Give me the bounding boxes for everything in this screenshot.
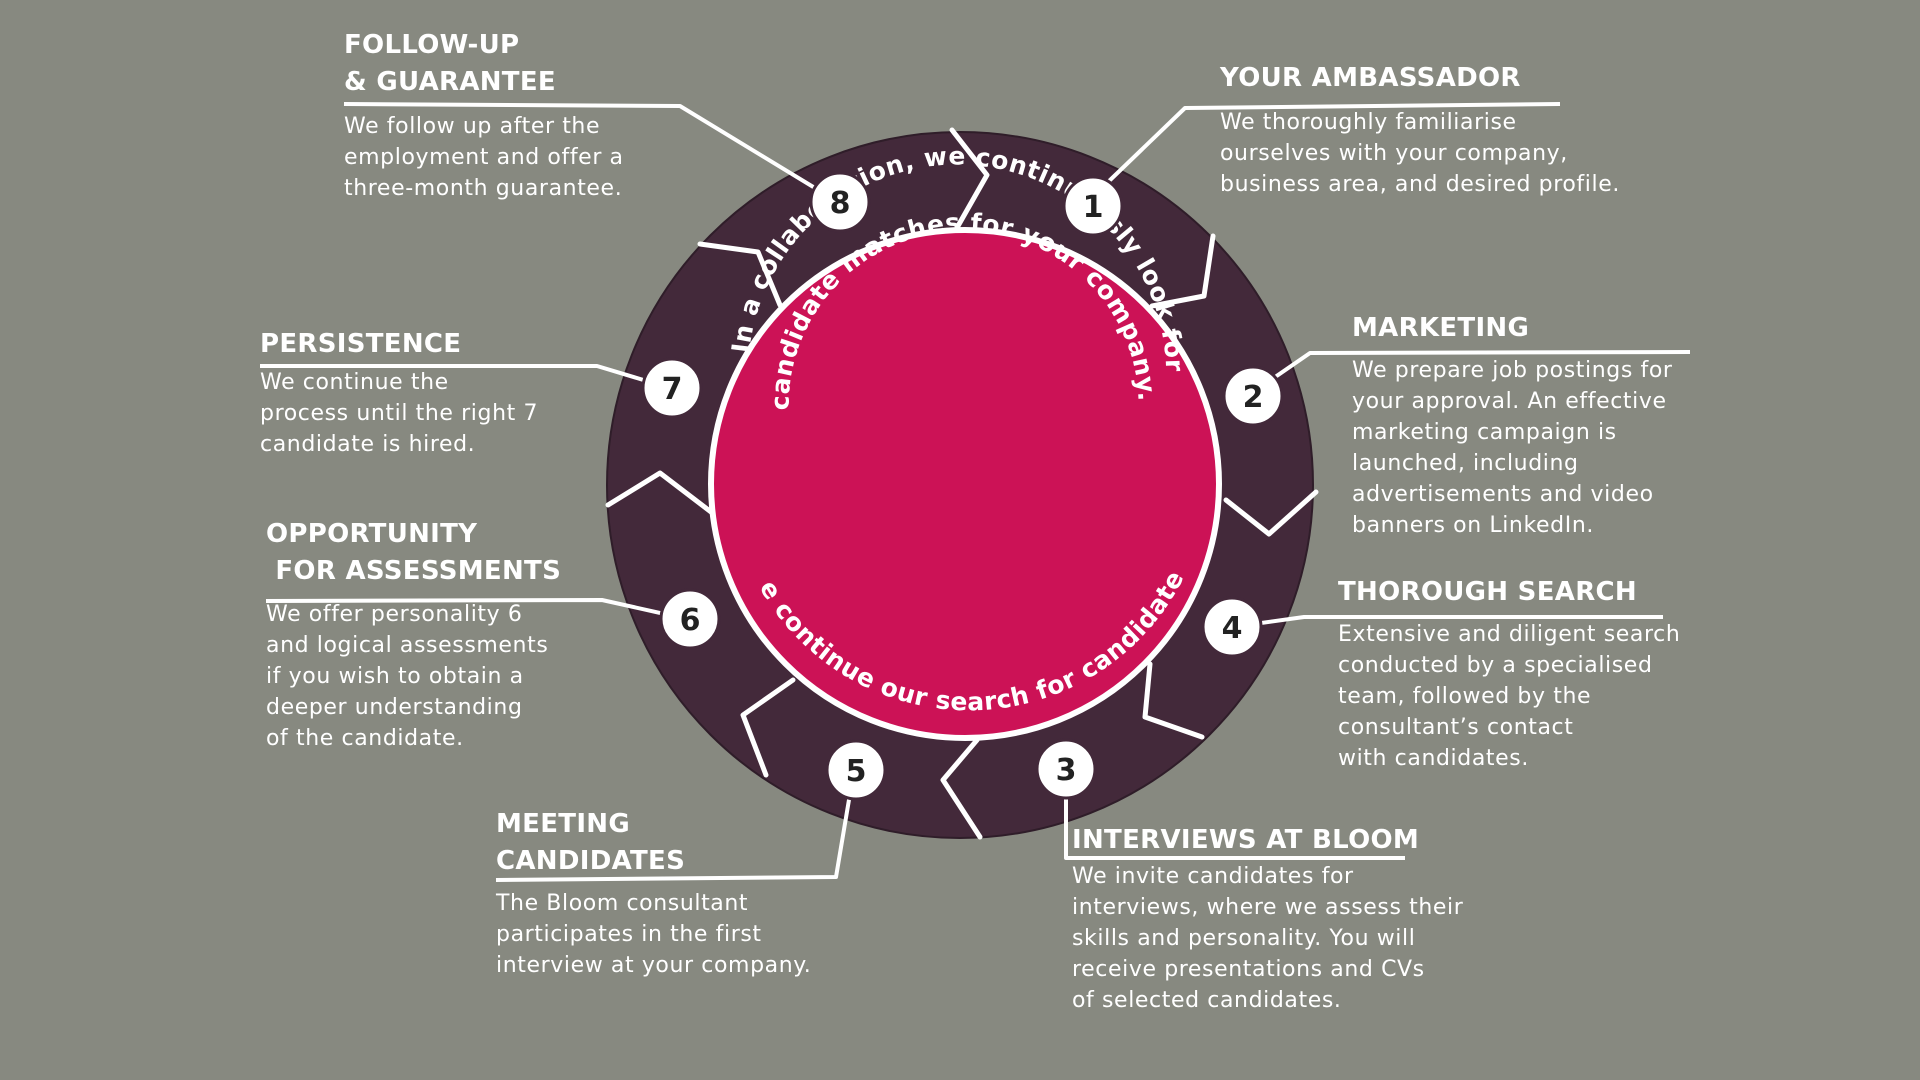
step-number-2: 2 [1243, 380, 1264, 415]
step-7-title: PERSISTENCE [260, 329, 462, 359]
leader-line-5 [495, 769, 856, 882]
step-2-title: MARKETING [1352, 313, 1530, 343]
separator-4-3 [1142, 661, 1205, 740]
step-badge-1: 1 [1062, 175, 1124, 237]
step-number-6: 6 [680, 603, 701, 638]
leader-line-6 [265, 598, 688, 621]
step-6: OPPORTUNITY FOR ASSESSMENTS We offer per… [266, 516, 561, 754]
step-number-4: 4 [1222, 611, 1243, 646]
separator-1-2 [1149, 233, 1216, 309]
step-badge-6: 6 [659, 588, 721, 650]
step-number-1: 1 [1083, 190, 1104, 225]
step-badge-7: 7 [641, 357, 703, 419]
step-badge-8: 8 [809, 171, 871, 233]
step-2-description: We prepare job postings for your approva… [1352, 358, 1673, 538]
leader-line-8 [343, 102, 840, 204]
step-3-title: INTERVIEWS AT BLOOM [1072, 825, 1420, 855]
separator-7-8 [697, 241, 783, 308]
step-badge-4: 4 [1201, 596, 1263, 658]
step-badge-2: 2 [1222, 365, 1284, 427]
step-8: FOLLOW-UP & GUARANTEE We follow up after… [344, 27, 624, 204]
step-3-description: We invite candidates for interviews, whe… [1072, 864, 1464, 1013]
step-4-description: Extensive and diligent search conducted … [1338, 622, 1681, 771]
step-6-description: We offer personality 6 and logical asses… [266, 602, 549, 751]
center-disc [708, 227, 1222, 741]
step-number-7: 7 [662, 372, 683, 407]
step-1-title: YOUR AMBASSADOR [1220, 63, 1521, 93]
step-8-title: FOLLOW-UP & GUARANTEE [344, 30, 556, 97]
step-7-description: We continue the process until the right … [260, 370, 539, 457]
step-badge-3: 3 [1035, 738, 1097, 800]
step-4-title: THOROUGH SEARCH [1338, 577, 1637, 607]
step-badge-5: 5 [825, 739, 887, 801]
leader-line-1 [1105, 102, 1561, 185]
step-6-title: OPPORTUNITY FOR ASSESSMENTS [266, 519, 562, 586]
step-4: THOROUGH SEARCH Extensive and diligent s… [1338, 574, 1680, 774]
step-5-title: MEETING CANDIDATES [496, 809, 686, 876]
step-number-8: 8 [830, 186, 851, 221]
separator-2-4 [1223, 489, 1319, 537]
step-2: MARKETING We prepare job postings for yo… [1352, 310, 1673, 541]
separator-3-5 [940, 737, 983, 840]
separator-8-1 [949, 127, 990, 229]
step-1-description: We thoroughly familiarise ourselves with… [1220, 110, 1620, 197]
step-number-5: 5 [846, 754, 867, 789]
step-5-description: The Bloom consultant participates in the… [496, 891, 812, 978]
step-number-3: 3 [1056, 753, 1077, 788]
separator-6-7 [605, 470, 718, 518]
ring-separators [605, 127, 1319, 840]
step-7: PERSISTENCE We continue the process unti… [260, 326, 538, 460]
step-3: INTERVIEWS AT BLOOM We invite candidates… [1072, 822, 1463, 1016]
step-8-description: We follow up after the employment and of… [344, 114, 624, 201]
step-5: MEETING CANDIDATES The Bloom consultant … [496, 806, 811, 981]
step-1: YOUR AMBASSADOR We thoroughly familiaris… [1220, 60, 1620, 200]
separator-5-6 [740, 677, 796, 778]
